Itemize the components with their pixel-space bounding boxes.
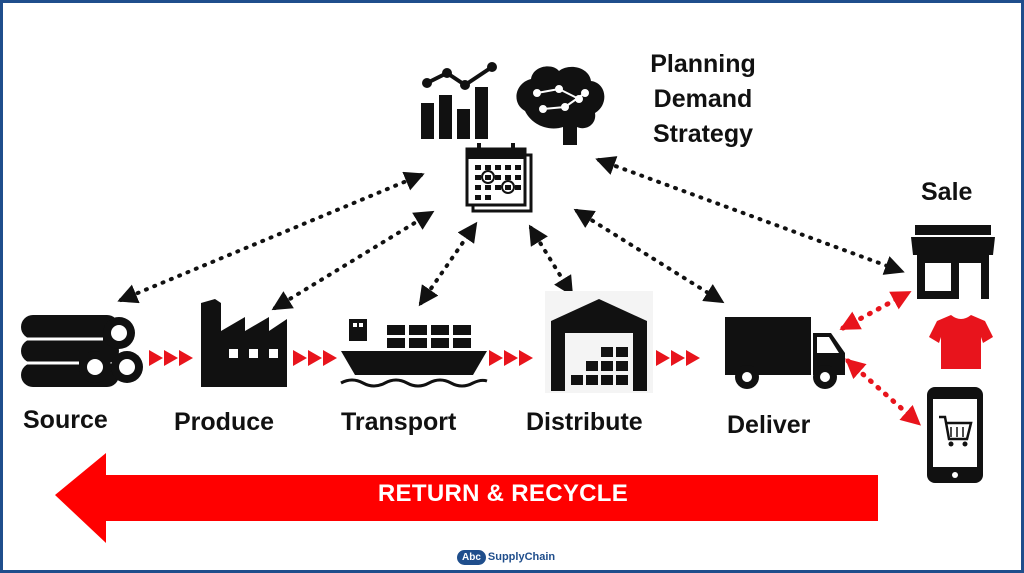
calendar-icon [465,143,533,213]
demand-line: Demand [653,85,753,113]
brain-icon [516,66,605,145]
stage-label-produce: Produce [174,408,275,436]
flow-arrow-transport-distribute [489,350,533,366]
planning-connectors [117,156,905,311]
sale-connectors [839,290,921,426]
factory-icon [201,299,287,387]
return-recycle-arrow [55,453,878,543]
supply-chain-diagram [21,62,995,543]
stage-label-distribute: Distribute [526,408,643,436]
flow-arrow-produce-transport [293,350,337,366]
planning-line: Planning [650,50,756,78]
bar-chart-icon [421,62,497,139]
warehouse-icon [545,291,653,393]
stage-label-transport: Transport [341,408,457,436]
flow-arrow-source-produce [149,350,193,366]
truck-icon [725,317,845,389]
flow-arrow-distribute-deliver [656,350,700,366]
brand-name: SupplyChain [487,551,556,563]
cargo-ship-icon [340,319,488,388]
return-recycle-label: RETURN & RECYCLE [377,480,629,507]
brand-logo: Abc SupplyChain [457,546,555,568]
logs-icon [21,315,143,387]
brand-abc: Abc [457,549,486,565]
planning-text: Planning Demand Strategy [633,47,773,152]
sale-label: Sale [921,178,973,206]
store-icon [911,225,995,299]
stage-label-source: Source [23,406,108,434]
strategy-line: Strategy [652,120,754,148]
stage-label-deliver: Deliver [727,411,811,439]
tshirt-icon [929,315,993,369]
mobile-cart-icon [927,387,983,483]
flow-arrows [149,350,700,366]
